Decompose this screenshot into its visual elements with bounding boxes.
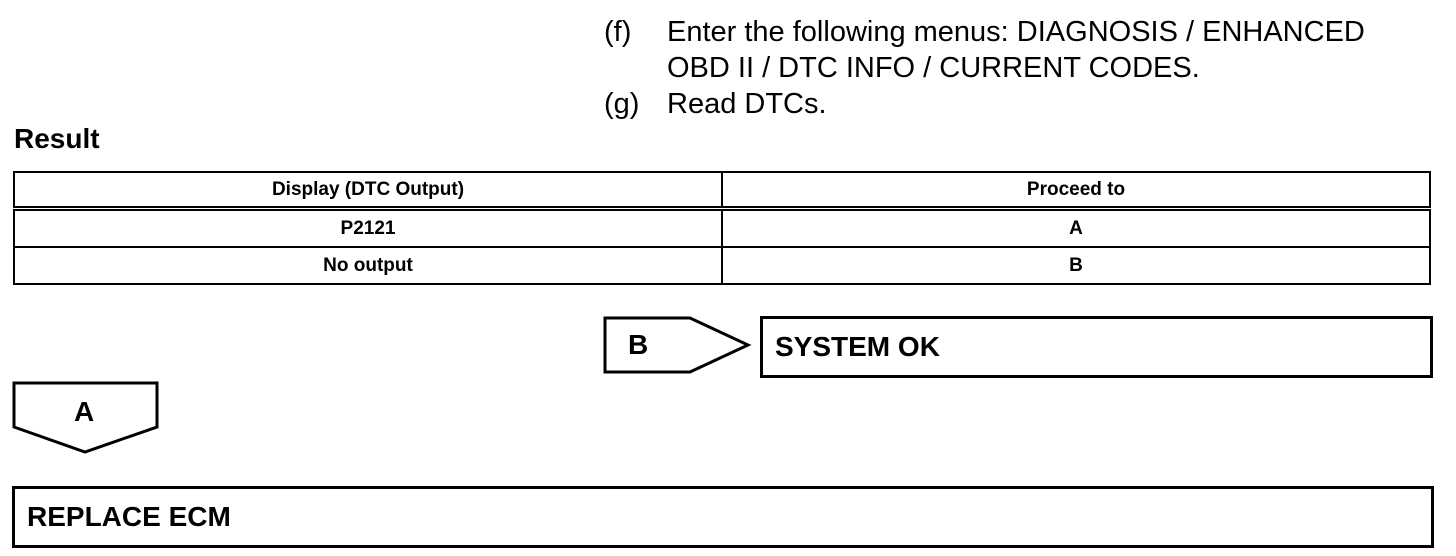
branch-b-arrow-shape bbox=[603, 316, 752, 374]
table-cell-proceed: B bbox=[721, 246, 1431, 285]
replace-ecm-box: REPLACE ECM bbox=[12, 486, 1434, 548]
branch-a-arrow-shape bbox=[12, 381, 159, 454]
system-ok-box: SYSTEM OK bbox=[760, 316, 1433, 378]
table-cell-display: No output bbox=[13, 246, 723, 285]
step-label: (g) bbox=[604, 88, 640, 120]
system-ok-text: SYSTEM OK bbox=[775, 331, 940, 362]
step-label: (f) bbox=[604, 16, 632, 48]
step-text: Read DTCs. bbox=[667, 88, 827, 120]
column-header-proceed: Proceed to bbox=[721, 171, 1431, 211]
table-header-row: Display (DTC Output) Proceed to bbox=[13, 171, 1431, 211]
branch-a-label: A bbox=[74, 396, 95, 427]
step-text: Enter the following menus: DIAGNOSIS / E… bbox=[667, 16, 1365, 84]
result-table: Display (DTC Output) Proceed to P2121 A … bbox=[13, 171, 1431, 285]
result-heading: Result bbox=[14, 123, 100, 154]
replace-ecm-text: REPLACE ECM bbox=[27, 501, 231, 532]
column-header-display: Display (DTC Output) bbox=[13, 171, 723, 211]
table-cell-display: P2121 bbox=[13, 207, 723, 248]
table-row: P2121 A bbox=[13, 207, 1431, 248]
table-row: No output B bbox=[13, 246, 1431, 285]
table-cell-proceed: A bbox=[721, 207, 1431, 248]
branch-b-label: B bbox=[628, 329, 649, 360]
